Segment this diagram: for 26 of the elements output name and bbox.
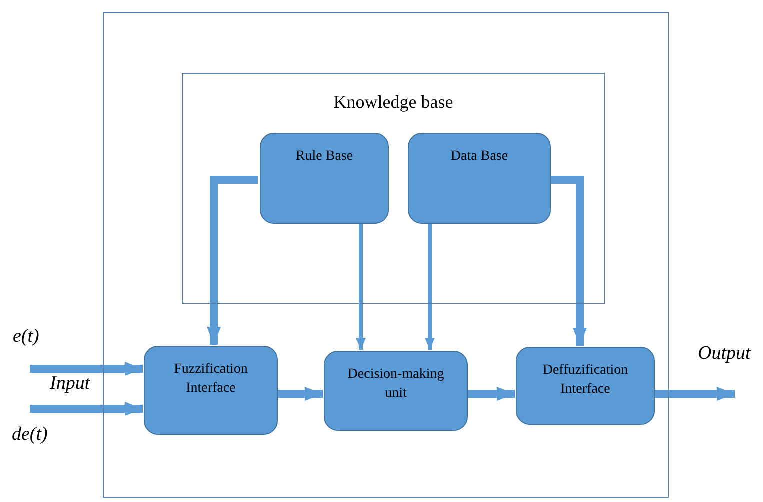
arrow <box>30 402 143 416</box>
outer-frame <box>103 12 669 498</box>
signal-label: de(t) <box>12 424 48 446</box>
group-frame <box>182 73 605 304</box>
box-label: Fuzzification Interface <box>173 361 249 398</box>
arrow <box>207 176 258 345</box>
arrow <box>549 176 587 346</box>
process-box <box>260 133 389 224</box>
box-label: Decision-making unit <box>346 366 446 403</box>
box-label: Deffuzification Interface <box>542 362 630 399</box>
process-box <box>324 351 468 431</box>
arrow <box>425 222 435 350</box>
process-box <box>144 346 278 435</box>
arrow <box>356 222 366 350</box>
group-title: Knowledge base <box>332 91 454 114</box>
arrow <box>654 387 735 401</box>
process-box <box>516 347 655 425</box>
arrow <box>277 387 323 401</box>
box-label: Data Base <box>450 148 510 166</box>
signal-label: Output <box>698 343 751 365</box>
signal-label: e(t) <box>13 326 40 348</box>
box-label: Rule Base <box>294 148 354 166</box>
arrow <box>467 387 515 401</box>
signal-label: Input <box>50 373 90 395</box>
process-box <box>408 133 551 224</box>
arrow <box>30 362 143 376</box>
